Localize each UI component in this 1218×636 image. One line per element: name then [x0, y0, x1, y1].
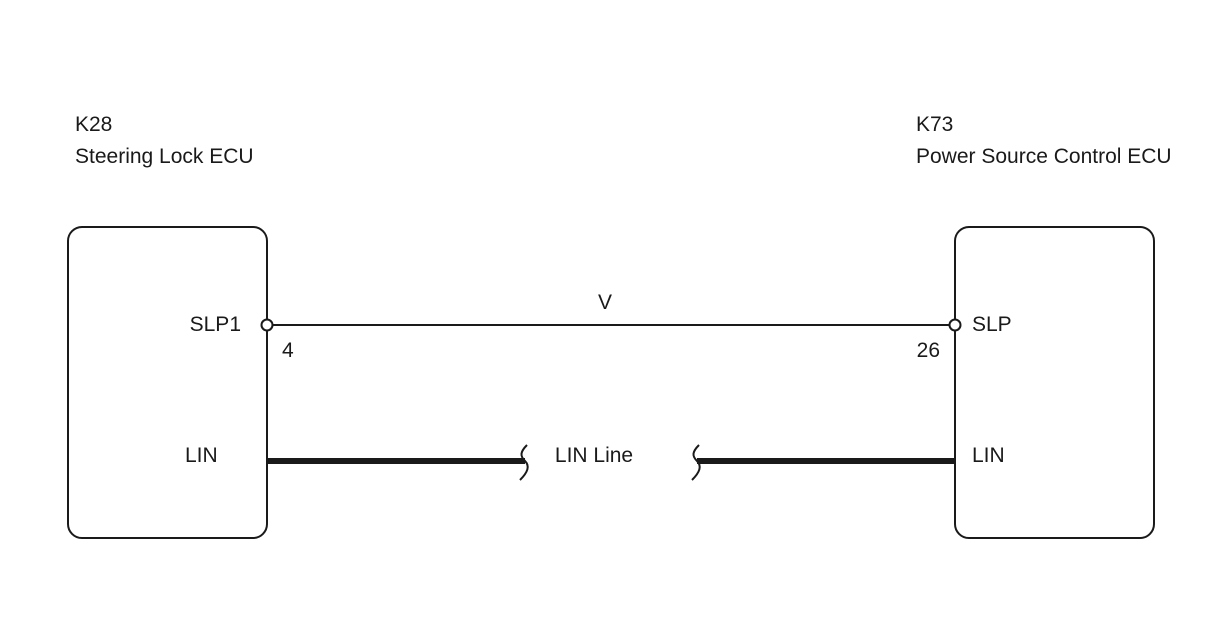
lin-line-break-right-icon — [691, 444, 701, 481]
left-lin-pin-label: LIN — [185, 444, 218, 467]
right-ecu-box — [954, 226, 1155, 539]
right-slp-pin-number: 26 — [917, 339, 940, 362]
left-slp-pin-label: SLP1 — [190, 313, 241, 336]
left-ecu-box — [67, 226, 268, 539]
right-slp-terminal — [948, 318, 962, 332]
slp-wire-color: V — [598, 291, 612, 314]
left-component-name: Steering Lock ECU — [75, 145, 254, 168]
right-lin-pin-label: LIN — [972, 444, 1005, 467]
left-slp-terminal — [260, 318, 274, 332]
right-component-name: Power Source Control ECU — [916, 145, 1172, 168]
lin-line-break-left-icon — [519, 444, 529, 481]
right-slp-pin-label: SLP — [972, 313, 1012, 336]
right-component-code: K73 — [916, 113, 953, 136]
left-component-code: K28 — [75, 113, 112, 136]
lin-line-label: LIN Line — [555, 444, 633, 467]
left-slp-pin-number: 4 — [282, 339, 294, 362]
